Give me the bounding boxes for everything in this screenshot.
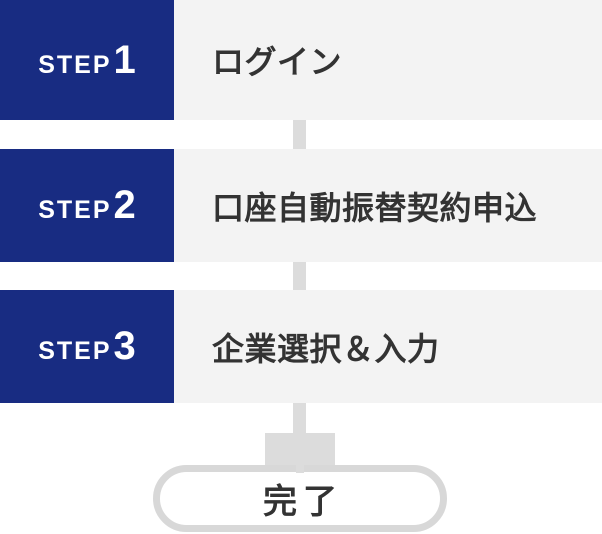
step1-badge: STEP 1 [0,0,174,120]
down-arrow-block [265,433,335,465]
step3-number: 3 [113,324,136,368]
connector-step3-done [293,403,306,434]
step1-word: STEP [38,50,112,79]
step2-word: STEP [38,196,112,224]
step-row-2: STEP 2 口座自動振替契約申込 [0,149,602,262]
step-row-1: STEP 1 ログイン [0,0,602,120]
step-row-3: STEP 3 企業選択＆入力 [0,290,602,403]
step3-label: 企業選択＆入力 [174,290,602,403]
step3-word: STEP [38,337,112,365]
step2-badge: STEP 2 [0,149,174,262]
step2-label: 口座自動振替契約申込 [174,149,602,262]
step3-badge-text: STEP 3 [38,324,136,369]
step2-badge-text: STEP 2 [38,183,136,228]
connector-step1-step2 [293,120,306,149]
step1-label: ログイン [174,0,602,120]
down-arrow-stub [296,464,304,473]
connector-step2-step3 [293,262,306,290]
step3-badge: STEP 3 [0,290,174,403]
step1-badge-text: STEP 1 [38,38,136,83]
done-label: 完了 [263,483,343,521]
done-pill: 完了 [153,465,447,532]
step1-number: 1 [113,37,136,82]
step2-number: 2 [113,183,136,227]
